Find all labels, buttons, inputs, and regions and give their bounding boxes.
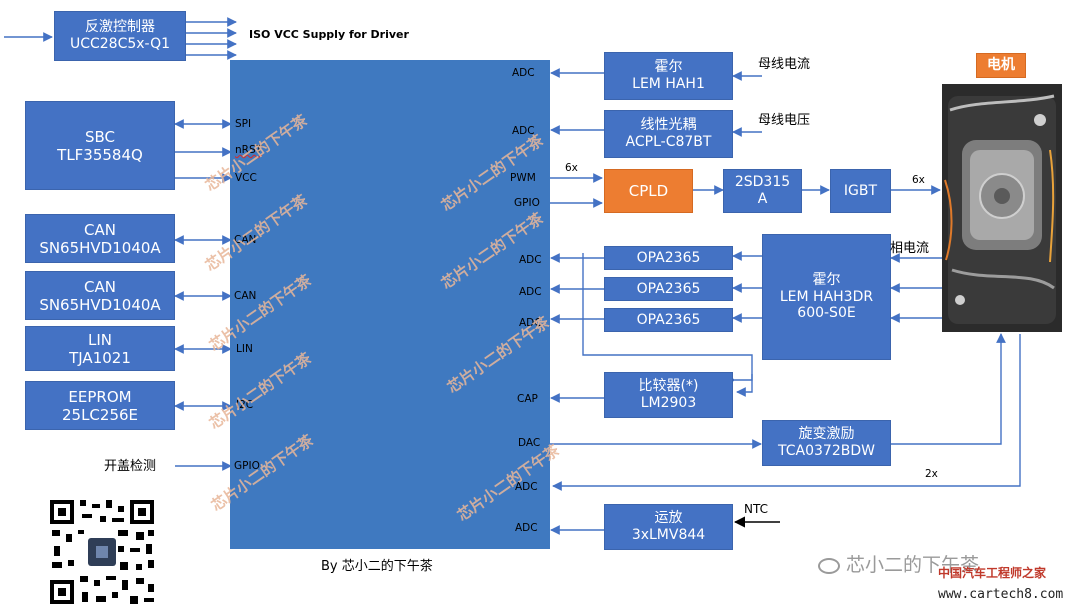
optocoupler-block: 线性光耦 ACPL-C87BT (604, 110, 733, 158)
hall-bus-block: 霍尔 LEM HAH1 (604, 52, 733, 100)
hall-bus-title: 霍尔 (654, 59, 683, 76)
flyback-title: 反激控制器 (85, 19, 155, 36)
flyback-controller-block: 反激控制器 UCC28C5x-Q1 (54, 11, 186, 61)
pin-adc3: ADC (519, 254, 542, 266)
pin-adc2: ADC (512, 125, 535, 137)
resolver-count-label: 2x (925, 468, 938, 480)
resolver-block: 旋变激励 TCA0372BDW (762, 420, 891, 466)
can2-part: SN65HVD1040A (39, 295, 161, 314)
driver-block: 2SD315 A (723, 169, 802, 213)
igbt-label: IGBT (843, 182, 878, 199)
opa-block-2: OPA2365 (604, 277, 733, 301)
opamp-ntc-title: 运放 (654, 510, 683, 527)
mcu-block (230, 60, 550, 549)
igbt-count-label: 6x (912, 174, 925, 186)
can2-title: CAN (84, 277, 116, 296)
can1-part: SN65HVD1040A (39, 238, 161, 257)
pin-lin: LIN (236, 343, 253, 355)
hall-phase-title: 霍尔 (812, 271, 841, 288)
opa-block-1: OPA2365 (604, 246, 733, 270)
cover-detect-label: 开盖检测 (104, 459, 157, 474)
lin-title: LIN (87, 330, 112, 349)
opamp-ntc-block: 运放 3xLMV844 (604, 504, 733, 550)
eeprom-part: 25LC256E (61, 405, 139, 424)
igbt-block: IGBT (830, 169, 891, 213)
can1-block: CAN SN65HVD1040A (25, 214, 175, 263)
pin-dac: DAC (518, 437, 541, 449)
pin-can2: CAN (234, 290, 257, 302)
driver-title: 2SD315 (734, 174, 791, 191)
comparator-title: 比较器(*) (638, 378, 699, 395)
pwm-count-label: 6x (565, 162, 578, 174)
site-url: www.cartech8.com (938, 587, 1064, 602)
pin-vcc: VCC (235, 172, 257, 184)
can1-title: CAN (84, 220, 116, 239)
motor-image (942, 84, 1062, 332)
hall-phase-part: LEM HAH3DR (779, 288, 874, 305)
opa-block-3: OPA2365 (604, 308, 733, 332)
hall-phase-block: 霍尔 LEM HAH3DR 600-S0E (762, 234, 891, 360)
pin-gpio-right: GPIO (514, 197, 540, 209)
pin-i2c: I2C (236, 399, 254, 411)
opa-3-label: OPA2365 (636, 311, 701, 328)
eeprom-title: EEPROM (68, 387, 132, 406)
byline: By 芯小二的下午茶 (321, 559, 433, 574)
ntc-label: NTC (744, 502, 768, 516)
resolver-title: 旋变激励 (798, 426, 855, 443)
optocoupler-part: ACPL-C87BT (625, 134, 712, 150)
iso-supply-label: ISO VCC Supply for Driver (249, 28, 409, 41)
pin-gpio-left: GPIO (234, 460, 260, 472)
lin-part: TJA1021 (69, 348, 131, 367)
wechat-account-name: 芯小二的下午茶 (846, 554, 980, 576)
pin-adc6: ADC (515, 481, 538, 493)
phase-current-label: 相电流 (890, 241, 930, 256)
motor-label-text: 电机 (987, 57, 1015, 74)
sbc-block: SBC TLF35584Q (25, 101, 175, 190)
pin-pwm: PWM (510, 172, 536, 184)
pin-adc5: ADC (519, 317, 542, 329)
pin-adc7: ADC (515, 522, 538, 534)
pin-adc4: ADC (519, 286, 542, 298)
pin-adc1: ADC (512, 67, 535, 79)
bus-current-label: 母线电流 (758, 57, 811, 72)
lin-block: LIN TJA1021 (25, 326, 175, 371)
pin-nrst: nRST (235, 144, 263, 156)
qr-code (48, 498, 156, 606)
cpld-label: CPLD (628, 182, 669, 200)
motor-label: 电机 (976, 53, 1026, 78)
pin-spi: SPI (235, 118, 252, 130)
hall-bus-part: LEM HAH1 (632, 76, 705, 92)
comparator-part: LM2903 (640, 395, 697, 411)
resolver-part: TCA0372BDW (778, 443, 875, 459)
bus-voltage-label: 母线电压 (758, 113, 811, 128)
opamp-ntc-part: 3xLMV844 (631, 527, 706, 543)
sbc-title: SBC (84, 127, 116, 146)
flyback-part: UCC28C5x-Q1 (69, 36, 171, 52)
wechat-icon (818, 558, 840, 574)
optocoupler-title: 线性光耦 (640, 117, 697, 134)
opa-2-label: OPA2365 (636, 280, 701, 297)
hall-phase-variant: 600-S0E (797, 305, 856, 322)
opa-1-label: OPA2365 (636, 249, 701, 266)
can2-block: CAN SN65HVD1040A (25, 271, 175, 320)
eeprom-block: EEPROM 25LC256E (25, 381, 175, 430)
cpld-block: CPLD (604, 169, 693, 213)
driver-part: A (757, 191, 768, 207)
pin-cap: CAP (517, 393, 538, 405)
sbc-part: TLF35584Q (57, 145, 143, 164)
comparator-block: 比较器(*) LM2903 (604, 372, 733, 418)
pin-can1: CAN (234, 234, 257, 246)
site-name: 中国汽车工程师之家 (938, 566, 1047, 580)
